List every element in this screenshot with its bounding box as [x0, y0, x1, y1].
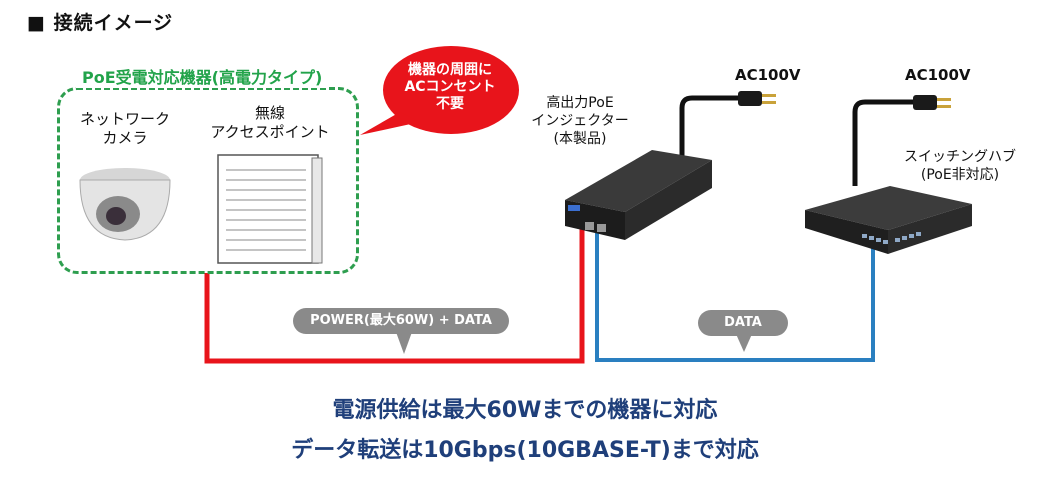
injector-label-line3: (本製品): [553, 131, 607, 147]
page-heading: ■ 接続イメージ: [27, 12, 174, 34]
power-data-pill: POWER(最大60W) + DATA: [293, 308, 509, 334]
footer-line2: データ転送は10Gbps(10GBASE-T)まで対応: [291, 438, 759, 463]
poe-injector-image: [565, 150, 712, 240]
camera-label: ネットワーク カメラ: [70, 110, 180, 148]
power-data-cable: [204, 228, 585, 364]
callout-text: 機器の周囲に ACコンセント 不要: [390, 62, 510, 113]
switch-label: スイッチングハブ (PoE非対応): [890, 148, 1030, 184]
switch-power-cord: [852, 95, 951, 186]
footer-line1: 電源供給は最大60Wまでの機器に対応: [332, 398, 718, 423]
callout-line3: 不要: [436, 96, 464, 112]
injector-label: 高出力PoE インジェクター (本製品): [515, 94, 645, 148]
ap-label-line2: アクセスポイント: [210, 123, 330, 141]
injector-power-cord: [679, 91, 776, 156]
ap-label-line1: 無線: [254, 104, 285, 122]
callout-line2: ACコンセント: [404, 79, 496, 95]
switch-label-line1: スイッチングハブ: [904, 149, 1016, 165]
injector-label-line1: 高出力PoE: [546, 95, 614, 111]
data-cable: [595, 228, 875, 362]
data-pill-pointer: [736, 334, 752, 352]
network-camera-image: [79, 168, 171, 241]
switch-ac-label: AC100V: [905, 66, 971, 84]
ap-label: 無線 アクセスポイント: [200, 104, 340, 142]
data-pill: DATA: [698, 310, 788, 336]
switching-hub-image: [805, 186, 972, 254]
powered-devices-group: [57, 87, 359, 274]
injector-label-line2: インジェクター: [531, 113, 629, 129]
switch-label-line2: (PoE非対応): [920, 167, 1000, 183]
callout-bubble: [360, 46, 519, 135]
injector-ac-label: AC100V: [735, 66, 801, 84]
camera-label-line1: ネットワーク: [79, 110, 170, 128]
powered-devices-title: PoE受電対応機器(高電力タイプ): [76, 64, 329, 88]
camera-label-line2: カメラ: [102, 129, 148, 147]
power-data-pill-pointer: [396, 332, 412, 354]
access-point-image: [217, 154, 323, 264]
callout-line1: 機器の周囲に: [408, 62, 492, 78]
